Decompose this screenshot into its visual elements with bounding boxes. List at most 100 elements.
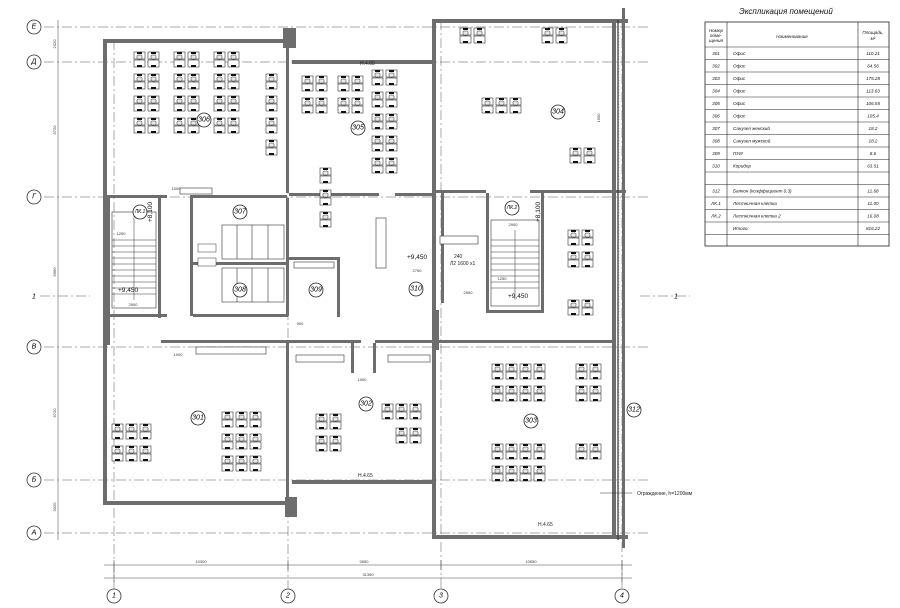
workstation — [265, 142, 278, 156]
workstation — [371, 160, 384, 174]
row-axis-A: А — [26, 525, 42, 541]
dim-span-1-2: 10300 — [195, 559, 207, 564]
workstation — [459, 30, 472, 44]
workstation — [491, 468, 504, 482]
workstation — [139, 426, 152, 440]
height-note: Н.4.65 — [538, 522, 553, 528]
dim-corridor: 2550 — [464, 290, 474, 295]
table-cell-area: 64.56 — [867, 64, 879, 69]
workstation — [505, 446, 518, 460]
workstation — [221, 414, 234, 428]
workstation — [491, 388, 504, 402]
workstation — [351, 78, 364, 92]
workstation — [519, 388, 532, 402]
col-axis-1: 1 — [106, 588, 122, 604]
axis-label: Д — [31, 59, 37, 66]
workstation — [319, 214, 332, 228]
table-cell-area: 18.2 — [869, 139, 878, 144]
workstation — [567, 254, 580, 268]
table-cell-number: 302 — [712, 64, 720, 69]
workstation — [581, 302, 594, 316]
workstation — [147, 54, 160, 68]
table-cell-name: Офис — [733, 76, 746, 81]
table-cell-name: Офис — [733, 64, 746, 69]
workstation — [569, 150, 582, 164]
workstation — [227, 76, 240, 90]
axis-label: В — [32, 344, 37, 351]
workstation — [381, 406, 394, 420]
table-cell-area: 110.21 — [866, 51, 880, 56]
row-axis-E: Е — [26, 19, 42, 35]
table-cell-number: 304 — [712, 89, 720, 94]
dimension-chain-bottom: 10300 9550 10550 31350 — [104, 559, 632, 582]
workstation — [315, 100, 328, 114]
room-tag-305: 305 — [350, 120, 366, 136]
room-number: 306 — [198, 117, 210, 124]
room-tag-308: 308 — [232, 282, 248, 298]
workstation — [213, 54, 226, 68]
workstation — [235, 414, 248, 428]
workstation — [173, 98, 186, 112]
workstation — [567, 302, 580, 316]
room-tag-306: 306 — [196, 112, 212, 128]
table-cell-number: ЛК.2 — [710, 214, 721, 219]
dim-span-3-4: 10550 — [525, 559, 537, 564]
dim-door: 900 — [297, 321, 304, 326]
workstation — [315, 438, 328, 452]
workstation — [133, 76, 146, 90]
table-cell-name: Санузел мужской — [733, 138, 771, 144]
table-cell-name: Санузел женский — [733, 125, 770, 131]
workstation — [519, 366, 532, 380]
workstation — [541, 30, 554, 44]
dim-stair: 2900 — [129, 302, 139, 307]
room-tag-307: 307 — [232, 204, 248, 220]
workstation — [481, 100, 494, 114]
workstation — [575, 366, 588, 380]
workstation — [583, 150, 596, 164]
table-cell-name: Лестничная клетка — [732, 201, 777, 206]
table-cell-name: Коридор — [733, 164, 751, 169]
dim-left-3: 5960 — [52, 267, 57, 277]
workstation — [395, 430, 408, 444]
railing-note: Ограждение, h=1200мм — [637, 491, 693, 497]
workstation — [139, 448, 152, 462]
workstation — [337, 78, 350, 92]
workstation — [581, 232, 594, 246]
header-name: Наименование — [776, 34, 808, 39]
workstation — [173, 120, 186, 134]
table-cell-area: 113.63 — [866, 89, 880, 94]
dim-corridor: 2750 — [413, 268, 423, 273]
room-number: 303 — [525, 418, 537, 425]
height-note: Н.4.65 — [360, 61, 375, 67]
room-number: ЛК.1 — [134, 209, 146, 215]
table-cell-name: Офис — [733, 89, 746, 94]
room-tag-304: 304 — [550, 104, 566, 120]
workstation — [575, 388, 588, 402]
dim-window: 1550 — [596, 113, 601, 123]
workstation — [301, 100, 314, 114]
room-number: 310 — [410, 286, 422, 293]
dim-left-1: 2320 — [52, 39, 57, 49]
workstation — [385, 94, 398, 108]
workstation — [187, 98, 200, 112]
workstation — [221, 458, 234, 472]
dim-door: 1000 — [174, 352, 184, 357]
header-area: Площадь,м² — [862, 30, 883, 41]
table-cell-number: 305 — [712, 101, 720, 106]
dim-left-4: 6720 — [52, 408, 57, 418]
table-cell-number: 309 — [712, 151, 720, 156]
workstation — [315, 416, 328, 430]
col-axis-4: 4 — [614, 588, 630, 604]
workstation — [147, 76, 160, 90]
table-cell-name: Итого: — [733, 226, 749, 231]
workstation — [125, 426, 138, 440]
table-cell-area: 8.6 — [870, 151, 877, 156]
workstation — [111, 448, 124, 462]
axis-label: 3 — [439, 593, 443, 600]
shaft-note: 240 — [454, 254, 463, 260]
table-cell-name: Офис — [733, 51, 746, 56]
dim-span-2-3: 9550 — [360, 559, 370, 564]
workstation — [227, 98, 240, 112]
table-cell-number: 310 — [712, 164, 720, 169]
